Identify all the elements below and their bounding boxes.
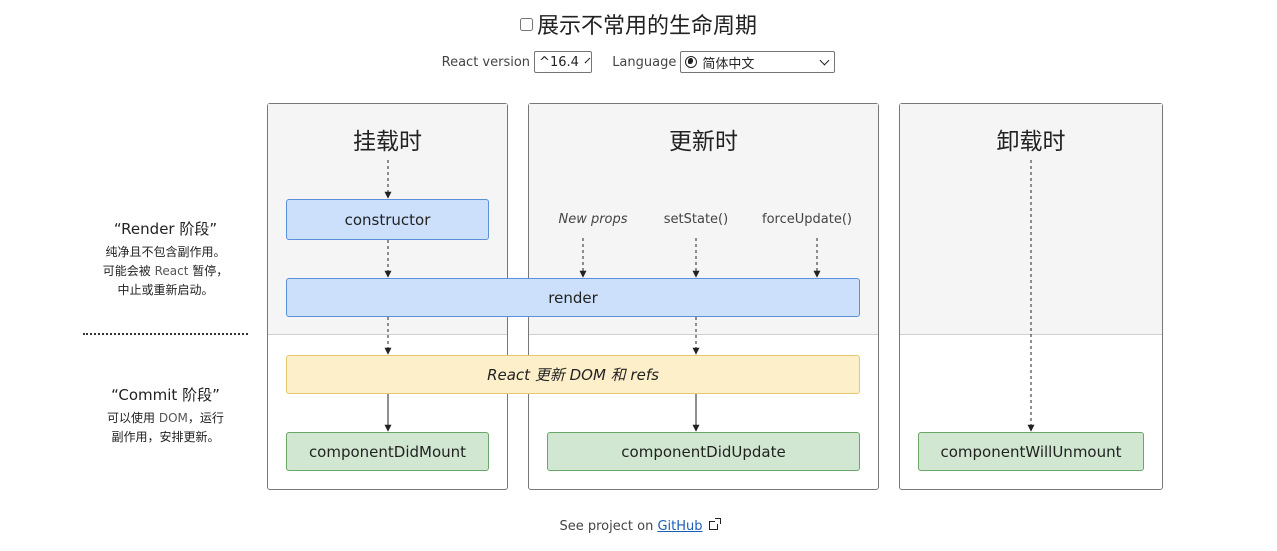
chevron-down-icon: [819, 55, 830, 65]
render-phase-desc-line2: 可能会被 React 暂停，: [83, 262, 248, 281]
component-did-mount-node[interactable]: componentDidMount: [286, 432, 489, 471]
trigger-new-props: New props: [558, 212, 628, 227]
github-link[interactable]: GitHub: [657, 519, 703, 534]
chevron-down-icon: [584, 57, 591, 63]
commit-phase-desc: 可以使用 DOM，运行 副作用，安排更新。: [83, 409, 248, 447]
language-control: Language 简体中文: [612, 51, 836, 73]
render-desc-c: 暂停，: [188, 264, 229, 278]
render-phase-desc-line3: 中止或重新启动。: [117, 283, 214, 297]
commit-phase-desc-line2: 副作用，安排更新。: [111, 430, 220, 444]
render-phase-name: “Render 阶段”: [113, 220, 218, 238]
unmounting-title: 卸载时: [996, 129, 1066, 155]
updating-title: 更新时: [669, 129, 738, 155]
version-select[interactable]: ^16.4: [534, 51, 593, 73]
component-did-update-node[interactable]: componentDidUpdate: [547, 432, 860, 471]
render-node[interactable]: render: [286, 278, 860, 317]
commit-phase-desc-line1: 可以使用 DOM，运行: [83, 409, 248, 428]
page-title: 展示不常用的生命周期: [0, 8, 1277, 40]
controls-bar: React version ^16.4 Language 简体中文: [0, 51, 1277, 73]
trigger-set-state: setState(): [663, 212, 729, 227]
trigger-force-update: forceUpdate(): [762, 212, 852, 227]
language-selected: 简体中文: [685, 53, 754, 72]
react-updates-dom-node: React 更新 DOM 和 refs: [286, 355, 860, 394]
render-phase: “Render 阶段” 纯净且不包含副作用。 可能会被 React 暂停， 中止…: [83, 218, 248, 300]
render-phase-desc-line1: 纯净且不包含副作用。: [105, 245, 226, 259]
constructor-node[interactable]: constructor: [286, 199, 489, 240]
render-desc-react: React: [154, 264, 189, 278]
external-link-icon: [708, 518, 721, 530]
footer: See project on GitHub: [0, 518, 1277, 534]
phase-divider: [83, 333, 248, 335]
version-label: React version: [441, 54, 531, 70]
footer-prefix: See project on: [559, 519, 658, 534]
commit-desc-c: ，运行: [187, 411, 224, 425]
show-uncommon-checkbox[interactable]: [519, 17, 533, 31]
component-will-unmount-node[interactable]: componentWillUnmount: [918, 432, 1144, 471]
commit-phase: “Commit 阶段” 可以使用 DOM，运行 副作用，安排更新。: [83, 384, 248, 447]
globe-icon: [685, 56, 698, 68]
commit-desc-dom: DOM: [158, 411, 188, 425]
render-phase-desc: 纯净且不包含副作用。 可能会被 React 暂停， 中止或重新启动。: [83, 243, 248, 300]
language-select[interactable]: 简体中文: [680, 51, 836, 73]
render-desc-a: 可能会被: [102, 264, 155, 278]
commit-phase-name: “Commit 阶段”: [111, 386, 220, 404]
show-uncommon-lifecycles-toggle[interactable]: 展示不常用的生命周期: [519, 8, 757, 40]
language-value: 简体中文: [702, 56, 755, 72]
version-control: React version ^16.4: [441, 51, 593, 73]
mounting-title: 挂载时: [353, 129, 422, 155]
commit-desc-a: 可以使用: [107, 411, 159, 425]
version-value: ^16.4: [539, 54, 579, 70]
show-uncommon-label: 展示不常用的生命周期: [536, 14, 757, 39]
language-label: Language: [612, 54, 677, 70]
